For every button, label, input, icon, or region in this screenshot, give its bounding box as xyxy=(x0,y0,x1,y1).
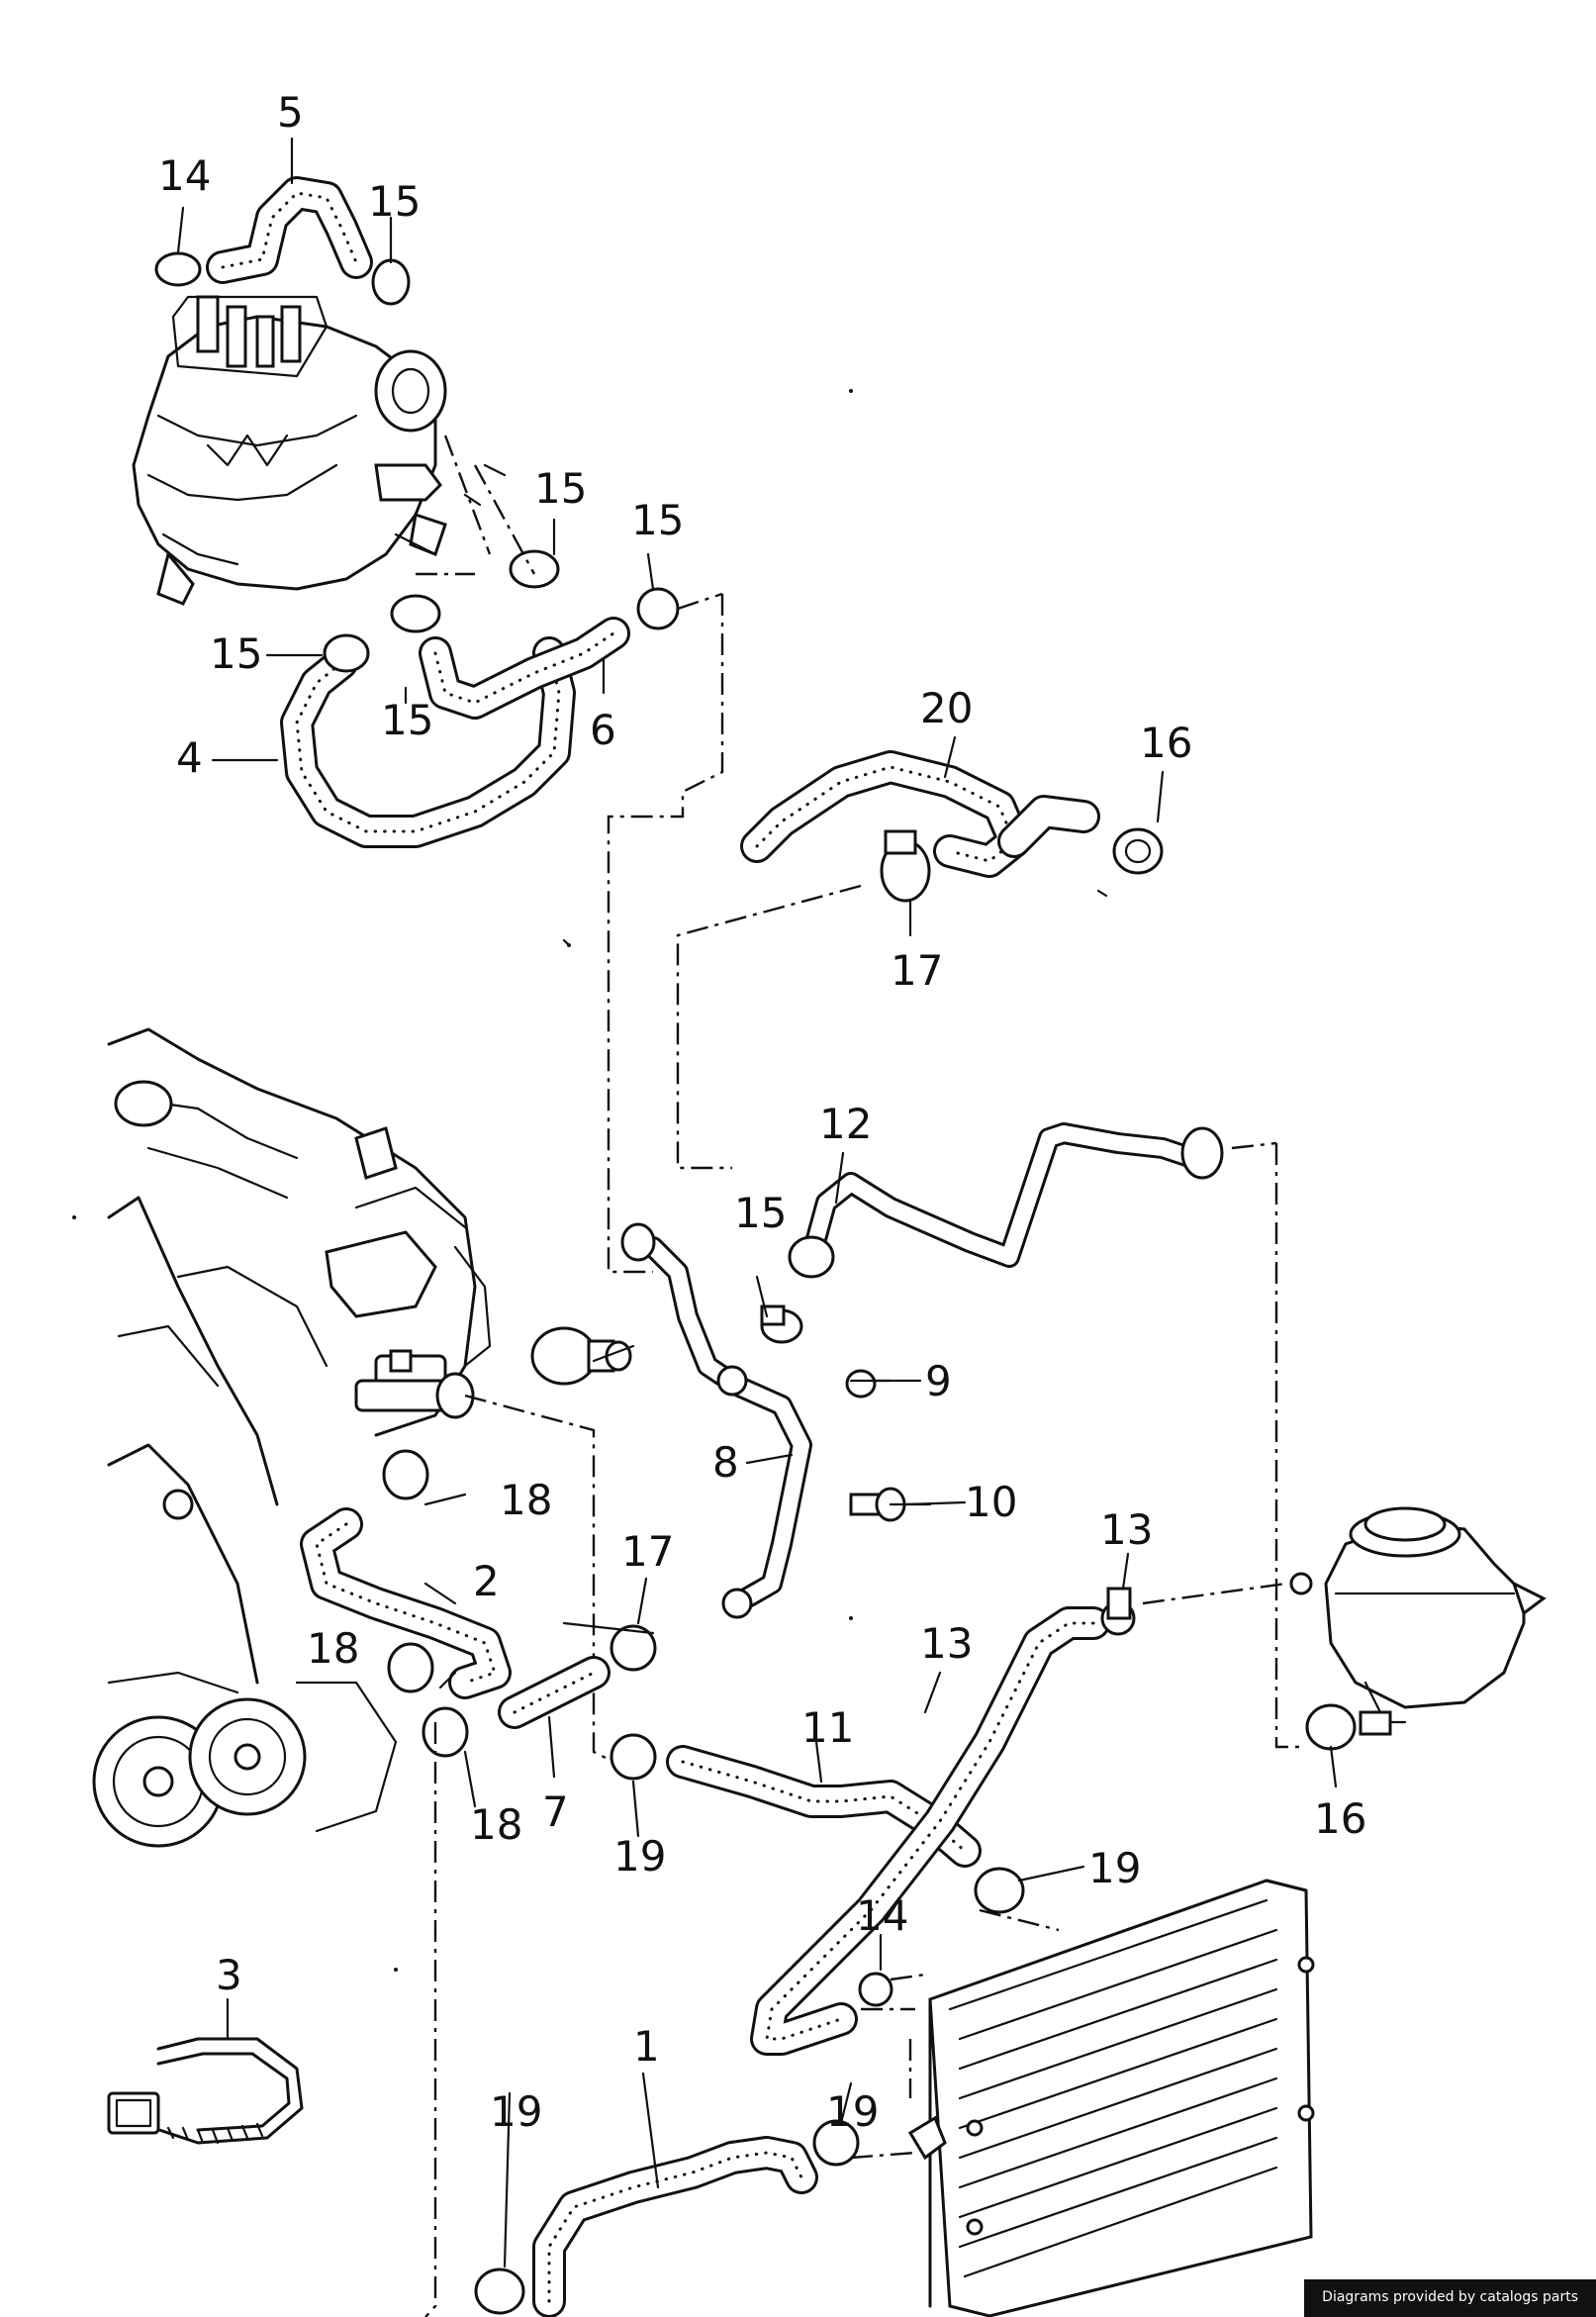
callout-5: 5 xyxy=(277,88,304,137)
callout-18: 18 xyxy=(500,1476,552,1524)
clamp-17-middle xyxy=(610,1624,657,1672)
callout-15: 15 xyxy=(368,177,421,226)
pipe-12 xyxy=(800,1122,1203,1268)
callout-labels: 5 14 15 15 15 15 15 6 4 20 16 17 12 15 9… xyxy=(158,88,1366,2136)
hose-1 xyxy=(532,2136,818,2317)
callout-19: 19 xyxy=(1088,1844,1141,1892)
clamp-16-lower xyxy=(1305,1703,1392,1751)
pipe-8 xyxy=(642,1236,812,1614)
callout-15: 15 xyxy=(534,464,587,513)
callout-4: 4 xyxy=(176,733,203,782)
clamp-14-upper xyxy=(1100,1587,1136,1636)
part-9 xyxy=(845,1369,877,1399)
tee-fitting xyxy=(354,1349,475,1419)
hose-7 xyxy=(498,1656,610,1729)
clamp-19-upper xyxy=(610,1733,657,1781)
callout-7: 7 xyxy=(542,1787,569,1836)
clamp-19-lower-left xyxy=(474,2268,525,2315)
attribution-banner: Diagrams provided by catalogs parts xyxy=(1304,2279,1596,2317)
hose-13 xyxy=(750,1606,1110,2056)
callout-10: 10 xyxy=(965,1478,1017,1526)
callout-17: 17 xyxy=(891,946,943,995)
callout-11: 11 xyxy=(801,1703,854,1752)
hose-6 xyxy=(419,617,630,720)
callout-18: 18 xyxy=(307,1624,359,1673)
callout-13: 13 xyxy=(920,1619,973,1668)
callout-20: 20 xyxy=(920,684,973,732)
clamp-16-middle xyxy=(760,1304,803,1344)
callout-15: 15 xyxy=(210,629,262,678)
callout-19: 19 xyxy=(826,2087,879,2136)
callout-16: 16 xyxy=(1314,1794,1366,1843)
leader-lines xyxy=(176,137,1338,2269)
hose-4 xyxy=(280,636,576,848)
callout-12: 12 xyxy=(819,1100,872,1148)
clamp-14-lower xyxy=(858,1972,893,2007)
callout-19: 19 xyxy=(490,2087,542,2136)
callout-15: 15 xyxy=(381,696,433,744)
callout-14: 13 xyxy=(1100,1505,1153,1554)
callout-2: 2 xyxy=(473,1557,500,1605)
callout-15: 14 xyxy=(158,151,211,200)
hose-2 xyxy=(300,1507,512,1699)
carburetor-assembly xyxy=(132,295,447,606)
hose-20 xyxy=(740,750,1100,878)
clamp-16-top xyxy=(1112,827,1164,875)
clamp-15-group xyxy=(154,251,680,673)
callout-16: 16 xyxy=(1140,719,1192,767)
callout-9: 9 xyxy=(925,1357,952,1405)
hose-5 xyxy=(206,176,373,284)
callout-8: 8 xyxy=(712,1438,739,1487)
callout-1: 1 xyxy=(633,2022,660,2071)
callout-17: 17 xyxy=(621,1527,674,1576)
part-3-band-clamp xyxy=(107,2037,304,2145)
radiator xyxy=(907,1879,1315,2317)
clamp-17-top xyxy=(880,829,931,903)
callout-6: 6 xyxy=(590,706,616,754)
clamp-19-right xyxy=(974,1867,1025,1914)
guide-line-a xyxy=(607,594,724,1274)
thermostat-housing xyxy=(530,1326,632,1386)
callout-15: 15 xyxy=(631,496,684,544)
expansion-tank xyxy=(1324,1506,1547,1724)
callout-16: 15 xyxy=(734,1189,787,1237)
callout-19: 19 xyxy=(613,1832,666,1881)
callout-14: 14 xyxy=(856,1891,908,1940)
clamp-19-lower-right xyxy=(812,2119,860,2167)
guide-line-b xyxy=(677,592,723,611)
callout-3: 3 xyxy=(216,1951,242,1999)
callout-18: 18 xyxy=(470,1800,522,1849)
pulley-assembly xyxy=(92,1671,398,1848)
